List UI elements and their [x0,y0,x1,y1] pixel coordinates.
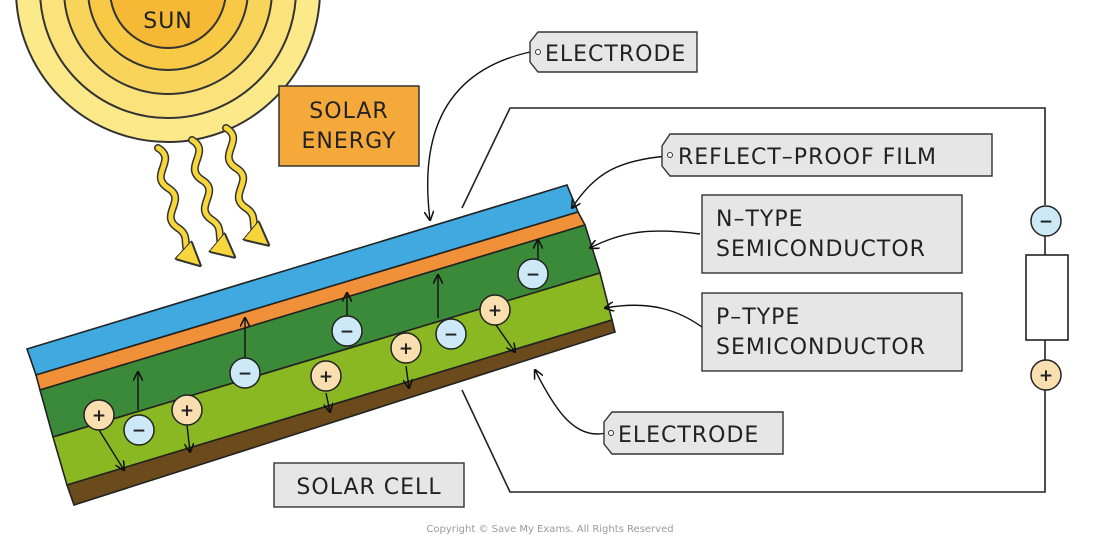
solar-energy-line1: SOLAR [309,99,388,124]
circuit-negative-terminal: − [1030,205,1062,237]
svg-text:+: + [319,367,333,387]
negative-charge: − [517,258,549,290]
svg-text:ELECTRODE: ELECTRODE [545,42,686,67]
label-electrode-bottom: ELECTRODE [603,411,784,455]
negative-charge: − [435,318,467,350]
label-reflect-proof-film: REFLECT–PROOF FILM [661,133,993,177]
negative-charge: − [123,414,155,446]
charge-particles: + − + − − + + − + − [83,258,549,446]
svg-text:+: + [92,406,106,426]
svg-text:+: + [399,339,413,359]
copyright-text: Copyright © Save My Exams. All Rights Re… [426,524,673,535]
svg-text:P–TYPE: P–TYPE [716,305,800,330]
positive-charge: + [390,332,422,364]
solar-rays [154,124,260,258]
svg-text:−: − [340,322,354,342]
external-circuit [461,107,1046,493]
svg-text:SEMICONDUCTOR: SEMICONDUCTOR [716,237,926,262]
positive-charge: + [479,294,511,326]
sun: SUN [15,0,321,143]
svg-text:+: + [1039,366,1053,386]
svg-text:−: − [526,265,540,285]
svg-text:SOLAR CELL: SOLAR CELL [296,475,441,500]
positive-charge: + [310,360,342,392]
svg-text:−: − [444,325,458,345]
label-solar-cell: SOLAR CELL [273,462,465,508]
layer-electrode-bottom [65,318,616,506]
positive-charge: + [171,394,203,426]
solar-energy-line2: ENERGY [302,129,397,154]
resistor [1025,254,1069,341]
negative-charge: − [331,315,363,347]
circuit-positive-terminal: + [1030,359,1062,391]
svg-text:−: − [238,364,252,384]
svg-text:REFLECT–PROOF FILM: REFLECT–PROOF FILM [678,145,937,170]
negative-charge: − [229,357,261,389]
label-n-type: N–TYPE SEMICONDUCTOR [701,194,963,274]
svg-text:ELECTRODE: ELECTRODE [618,423,759,448]
svg-text:N–TYPE: N–TYPE [716,207,804,232]
svg-text:+: + [180,401,194,421]
sun-label: SUN [143,9,193,34]
svg-text:SEMICONDUCTOR: SEMICONDUCTOR [716,335,926,360]
label-p-type: P–TYPE SEMICONDUCTOR [701,292,963,372]
charge-arrows [98,240,538,470]
solar-energy-box: SOLAR ENERGY [278,85,420,167]
svg-text:−: − [132,421,146,441]
label-pointers [428,51,707,435]
label-electrode-top: ELECTRODE [529,31,698,73]
svg-text:−: − [1039,212,1053,232]
positive-charge: + [83,399,115,431]
svg-text:+: + [488,301,502,321]
